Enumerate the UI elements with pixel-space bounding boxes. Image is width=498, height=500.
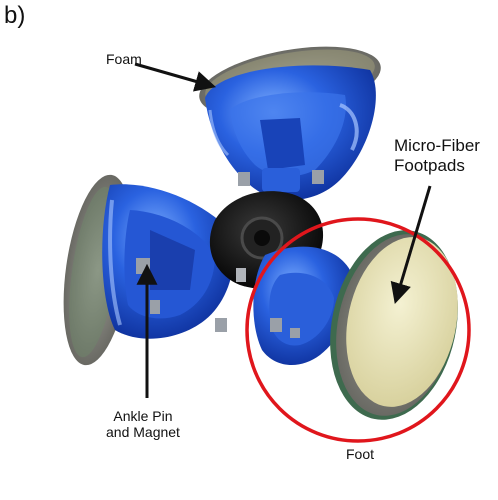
ankle-label-line2: and Magnet [106, 424, 180, 441]
ankle-label-line1: Ankle Pin [113, 408, 173, 424]
left-leg [63, 174, 234, 366]
microfiber-label-line2: Footpads [394, 155, 465, 175]
right-leg [253, 230, 458, 420]
microfiber-label-line1: Micro-Fiber [394, 136, 480, 155]
microfiber-arrow [390, 185, 432, 305]
top-leg [199, 46, 381, 201]
foot-highlight-circle [245, 217, 471, 443]
panel-label: b) [4, 2, 26, 29]
microfiber-footpads-label: Micro-Fiber Footpads [394, 136, 480, 175]
foam-arrow [134, 62, 217, 92]
foam-label: Foam [106, 51, 142, 67]
foot-label: Foot [346, 446, 375, 462]
microfiber-footpad [346, 237, 458, 407]
ankle-pin-magnet-label: Ankle Pin and Magnet [106, 408, 180, 440]
